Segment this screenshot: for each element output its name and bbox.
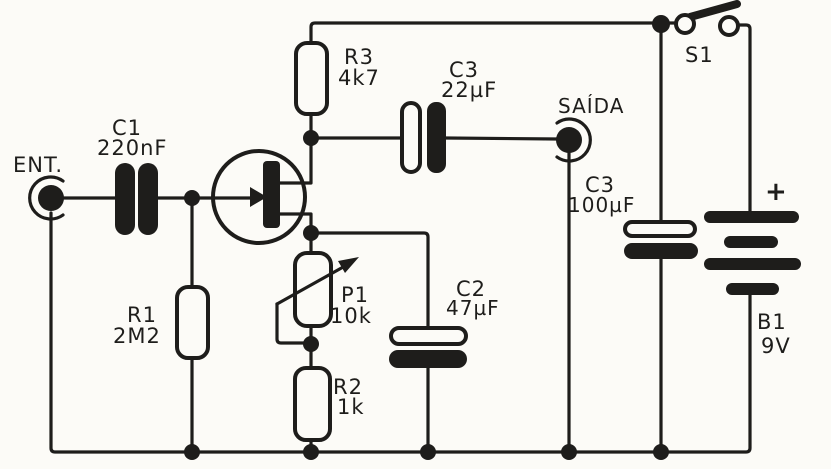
c1-ref: C1 (112, 116, 142, 140)
junction-top-rail (652, 15, 670, 33)
r3-ref: R3 (344, 45, 374, 69)
junction-emitter-node (303, 225, 319, 241)
resistor-r1: R1 2M2 (113, 285, 210, 360)
c3filter-value: 100µF (568, 193, 635, 217)
s1-lever-icon (686, 0, 741, 21)
p1-body (293, 251, 333, 328)
wires (49, 21, 752, 454)
c2-plate-pos (389, 326, 468, 346)
switch-s1: S1 (674, 0, 741, 67)
transistor-base-bar (263, 161, 280, 228)
wire-ground-rail (49, 211, 752, 454)
p1-ref: P1 (341, 283, 369, 307)
wire-p1-wiper-loop (275, 302, 310, 345)
wire-c3out-to-saida (444, 136, 559, 141)
b1-value: 9V (761, 334, 791, 358)
c2-value: 47µF (446, 296, 500, 320)
r3-value: 4k7 (338, 66, 380, 90)
c2-plate-neg (389, 350, 467, 368)
battery-b1: + B1 9V (704, 177, 801, 358)
b1-plate-2 (724, 236, 778, 248)
transistor-q1 (211, 136, 313, 245)
capacitor-c3-filter: C3 100µF (568, 173, 698, 259)
b1-plate-4 (726, 283, 779, 295)
r1-ref: R1 (127, 303, 157, 327)
s1-terminal-left (674, 13, 696, 35)
input-jack: ENT. (13, 153, 65, 221)
output-label: SAÍDA (558, 94, 624, 118)
s1-terminal-right (718, 15, 740, 37)
junction-ground-c2 (420, 444, 436, 460)
r2-body (293, 366, 332, 442)
c3out-plate-neg (400, 101, 422, 174)
c1-plate-right (138, 163, 158, 235)
wire-emitter-to-c2 (309, 231, 430, 330)
s1-ref: S1 (685, 43, 714, 67)
c3out-plate-pos (427, 102, 446, 173)
c2-ref: C2 (456, 277, 486, 301)
capacitor-c1: C1 220nF (97, 116, 167, 235)
junction-ground-r1 (184, 444, 200, 460)
junction-ground-r2 (303, 444, 319, 460)
output-jack: SAÍDA (555, 94, 624, 163)
input-label: ENT. (13, 153, 63, 177)
b1-polarity: + (765, 177, 787, 207)
capacitor-c3-coupling: C3 22µF (400, 58, 497, 174)
c1-value: 220nF (97, 136, 167, 160)
c1-plate-left (115, 163, 135, 235)
transistor-arrow-icon (250, 187, 267, 207)
output-jack-pin-icon (556, 127, 582, 153)
junction-ground-c3filter (653, 444, 669, 460)
r1-body (175, 285, 210, 360)
p1-value: 10k (330, 304, 372, 328)
r2-ref: R2 (333, 375, 363, 399)
capacitor-c2: C2 47µF (389, 277, 500, 368)
wire-top-rail (309, 21, 678, 45)
input-jack-pin-icon (38, 185, 64, 211)
c3filter-plate-pos (623, 220, 697, 238)
c3out-ref: C3 (449, 58, 479, 82)
p1-wiper-arrow-icon (338, 257, 359, 273)
junction-dots (184, 15, 670, 460)
resistor-r2: R2 1k (293, 366, 365, 442)
junction-base-node (184, 190, 200, 206)
b1-plate-3 (704, 258, 801, 270)
c3filter-ref: C3 (585, 173, 615, 197)
r1-value: 2M2 (113, 324, 161, 348)
junction-ground-saida (561, 444, 577, 460)
r3-body (294, 41, 329, 116)
c3filter-plate-neg (624, 243, 698, 259)
r2-value: 1k (337, 395, 365, 419)
c3out-value: 22µF (441, 78, 497, 102)
resistor-r3: R3 4k7 (294, 41, 380, 116)
output-jack-shield-arc (555, 117, 592, 163)
b1-ref: B1 (757, 310, 787, 334)
wire-switch-to-battery (736, 23, 752, 213)
input-jack-shield-arc (28, 175, 65, 221)
p1-wiper-shaft (275, 264, 347, 306)
b1-plate-1 (704, 211, 799, 223)
junction-collector-node (303, 130, 319, 146)
potentiometer-p1: P1 10k (275, 251, 372, 328)
transistor-collector-lead (278, 136, 313, 185)
junction-p1-bottom (303, 336, 319, 352)
